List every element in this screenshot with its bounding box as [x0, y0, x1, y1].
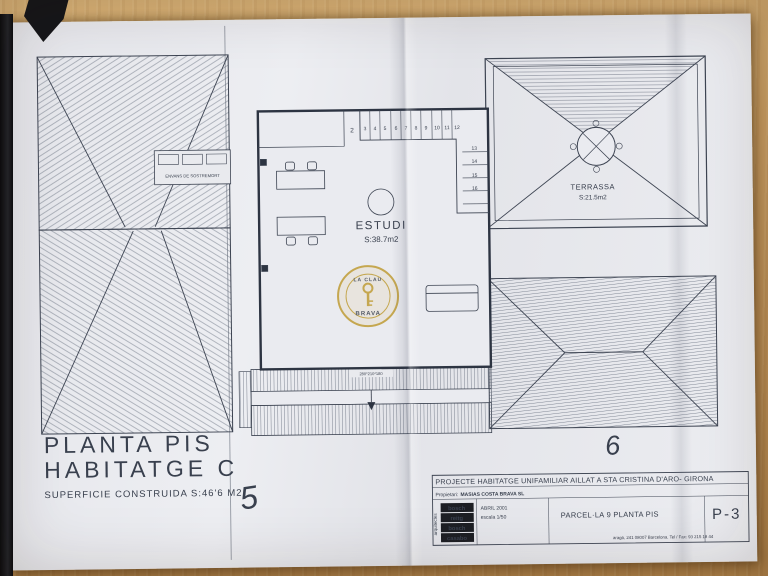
- title-block: PROJECTE HABITATGE UNIFAMILIAR AILLAT A …: [431, 471, 750, 546]
- sheet-title: PARCEL·LA 9 PLANTA PIS: [561, 510, 659, 520]
- owner-name: MASIAS COSTA BRAVA SL: [460, 491, 524, 498]
- watermark-stamp: LA CLAU BRAVA: [337, 265, 400, 328]
- room-area-terrassa: S:21.5m2: [579, 194, 607, 201]
- skylight-label: ENVANS DE SOSTREMORT: [165, 173, 220, 179]
- left-roof-upper: [36, 54, 231, 231]
- plan-title: PLANTA PIS: [44, 430, 214, 458]
- handwritten-number-left: 5: [237, 478, 260, 516]
- stair-treads-right: [462, 151, 489, 205]
- date-label: ABRIL 2001: [481, 505, 508, 511]
- project-title: PROJECTE HABITATGE UNIFAMILIAR AILLAT A …: [435, 474, 713, 486]
- watermark-text-bottom: BRAVA: [356, 311, 382, 317]
- room-area-estudi: S:38.7m2: [364, 235, 399, 244]
- central-room: 2 3 4 5 6 7 8 9 10 11 12 13 14 15 16: [256, 107, 493, 371]
- closet-wall: [258, 110, 345, 148]
- owner-label: Propietari:: [435, 492, 458, 498]
- stair-treads-top: [369, 109, 453, 141]
- room-label-estudi: ESTUDI: [356, 220, 407, 233]
- dim-note: 280*210*180: [359, 371, 383, 376]
- stair-number: 4: [374, 126, 377, 132]
- furniture: [259, 158, 479, 312]
- key-icon: [362, 282, 374, 307]
- right-roof: [487, 275, 719, 430]
- left-roof-lower: [38, 227, 234, 435]
- architect-name: casabo: [447, 536, 468, 542]
- dim-note-bg: [348, 368, 394, 378]
- stair-number: 12: [454, 125, 460, 131]
- skylight-band: ENVANS DE SOSTREMORT: [153, 149, 232, 186]
- stair-number: 8: [415, 126, 418, 132]
- stair-number: 13: [471, 146, 477, 152]
- architects-list: bosch reitg bosch casabo: [440, 502, 475, 543]
- architect-name: bosch: [448, 526, 466, 532]
- terrace: TERRASSA S:21.5m2: [484, 55, 708, 230]
- stair-number: 5: [384, 126, 387, 132]
- address-line: aragó, 241 08007 Barcelona. Tel / Fax: 9…: [613, 534, 714, 540]
- watermark-text-top: LA CLAU: [353, 277, 382, 283]
- floor-plan-drawing: ENVANS DE SOSTREMORT 280*210*180: [36, 25, 750, 560]
- architect-name: reitg: [450, 516, 463, 522]
- surface-note: SUPERFICIE CONSTRUIDA S:46'6 M2: [44, 488, 242, 501]
- stair-number: 15: [472, 173, 478, 179]
- scale-label: escala 1/50: [481, 514, 507, 520]
- stair-number: 6: [395, 126, 398, 132]
- handwritten-number-right: 6: [604, 430, 623, 461]
- stair-number: 11: [444, 125, 449, 131]
- stair-number: 9: [425, 125, 428, 131]
- architect-name: bosch: [448, 506, 466, 512]
- stair-number: 3: [364, 126, 367, 132]
- stair-number: 2: [350, 127, 354, 134]
- paper-sheet: ENVANS DE SOSTREMORT 280*210*180: [2, 13, 758, 571]
- stair-number: 7: [405, 126, 408, 132]
- terrace-roof-hatch: [485, 56, 706, 143]
- binder-edge: [0, 14, 13, 576]
- room-label-terrassa: TERRASSA: [570, 182, 615, 192]
- sheet-number: P-3: [712, 506, 742, 523]
- stair-direction-arrow-icon: [367, 402, 376, 411]
- stair-number: 14: [472, 159, 478, 165]
- stair-number: 16: [472, 186, 478, 192]
- stair-number: 10: [434, 125, 440, 131]
- staircase: 2 3 4 5 6 7 8 9 10 11 12 13 14 15 16: [350, 109, 490, 214]
- stair-railing: [359, 110, 490, 214]
- architects-label: arquitectes: [433, 513, 438, 536]
- lower-deck: 280*210*180: [238, 366, 493, 436]
- plan-subtitle: HABITATGE C: [44, 455, 238, 483]
